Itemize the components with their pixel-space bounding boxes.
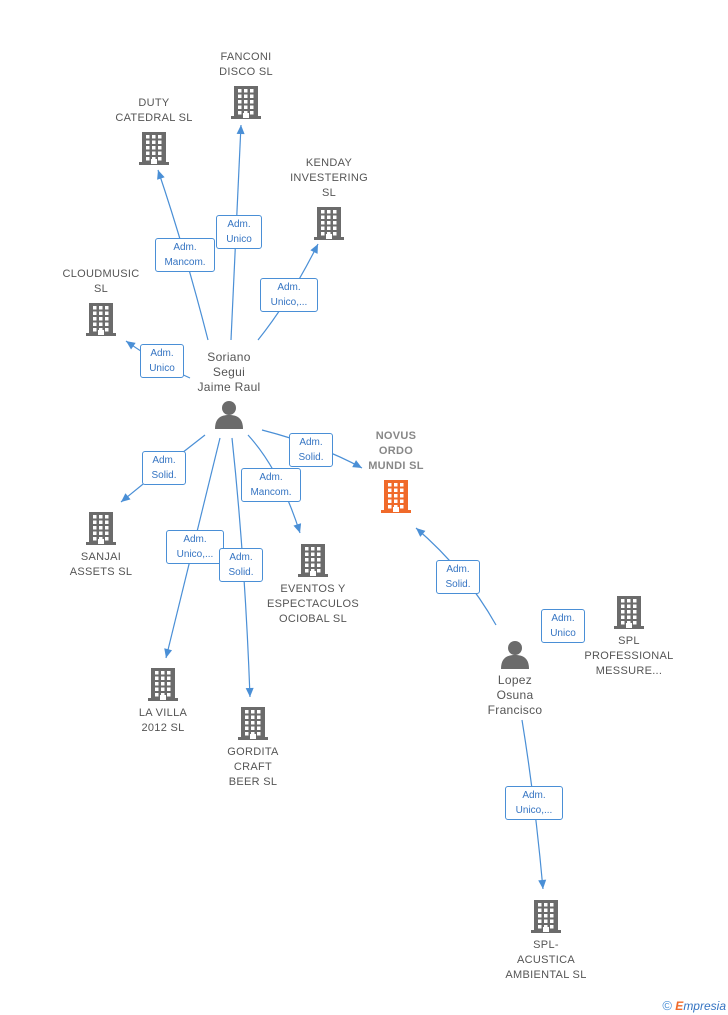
node-label: LA VILLA 2012 SL <box>138 707 188 734</box>
relation-label[interactable]: Adm. Unico <box>140 344 184 378</box>
company-node-kenday[interactable]: KENDAY INVESTERING SL <box>269 156 389 241</box>
node-label: Lopez Osuna Francisco <box>487 673 543 717</box>
company-node-lavilla[interactable]: LA VILLA 2012 SL <box>103 666 223 736</box>
building-icon <box>186 84 306 120</box>
building-icon <box>41 301 161 337</box>
brand-initial: E <box>675 999 684 1013</box>
person-node-lopez[interactable]: Lopez Osuna Francisco <box>455 639 575 718</box>
node-label: GORDITA CRAFT BEER SL <box>227 746 279 788</box>
relation-label[interactable]: Adm. Solid. <box>142 451 186 485</box>
person-node-soriano[interactable]: Soriano Segui Jaime Raul <box>169 350 289 429</box>
relation-label[interactable]: Adm. Unico,... <box>505 786 563 820</box>
relation-label[interactable]: Adm. Solid. <box>289 433 333 467</box>
arrowhead <box>164 648 173 658</box>
company-node-sanjai[interactable]: SANJAI ASSETS SL <box>41 510 161 580</box>
node-label: NOVUS ORDO MUNDI SL <box>368 430 424 472</box>
company-node-spl[interactable]: SPL PROFESSIONAL MESSURE... <box>569 594 689 679</box>
arrowhead <box>538 879 547 889</box>
building-icon <box>486 898 606 934</box>
relation-label[interactable]: Adm. Unico,... <box>166 530 224 564</box>
relation-label[interactable]: Adm. Solid. <box>436 560 480 594</box>
company-node-duty[interactable]: DUTY CATEDRAL SL <box>94 96 214 166</box>
node-label: Soriano Segui Jaime Raul <box>197 350 261 394</box>
node-label: SPL PROFESSIONAL MESSURE... <box>584 635 674 677</box>
arrowhead <box>245 687 254 697</box>
arrowhead <box>352 460 362 468</box>
building-icon <box>569 594 689 630</box>
relation-label[interactable]: Adm. Unico,... <box>260 278 318 312</box>
node-label: SPL- ACUSTICA AMBIENTAL SL <box>505 939 587 981</box>
node-label: FANCONI DISCO SL <box>219 51 273 78</box>
company-node-cloudmusic[interactable]: CLOUDMUSIC SL <box>41 267 161 337</box>
brand-name: mpresia <box>683 999 726 1013</box>
copyright-icon: © <box>662 998 672 1013</box>
relation-label[interactable]: Adm. Mancom. <box>155 238 215 272</box>
relation-label[interactable]: Adm. Mancom. <box>241 468 301 502</box>
building-icon <box>269 205 389 241</box>
building-icon <box>193 705 313 741</box>
relation-label[interactable]: Adm. Solid. <box>219 548 263 582</box>
arrowhead <box>310 244 318 254</box>
arrowhead <box>157 170 165 180</box>
node-label: SANJAI ASSETS SL <box>69 551 133 578</box>
company-node-fanconi[interactable]: FANCONI DISCO SL <box>186 50 306 120</box>
relation-label[interactable]: Adm. Unico <box>216 215 262 249</box>
building-icon <box>103 666 223 702</box>
arrowhead <box>121 493 131 502</box>
person-icon <box>169 399 289 429</box>
building-icon <box>41 510 161 546</box>
arrowhead <box>236 125 245 135</box>
footer-brand[interactable]: © Empresia <box>662 998 726 1013</box>
building-icon <box>336 478 456 514</box>
person-icon <box>455 639 575 669</box>
building-icon <box>253 542 373 578</box>
relation-label[interactable]: Adm. Unico <box>541 609 585 643</box>
company-node-splacustica[interactable]: SPL- ACUSTICA AMBIENTAL SL <box>486 898 606 983</box>
node-label: EVENTOS Y ESPECTACULOS OCIOBAL SL <box>266 583 360 625</box>
node-label: CLOUDMUSIC SL <box>62 268 140 295</box>
arrowhead <box>293 523 302 533</box>
company-node-gordita[interactable]: GORDITA CRAFT BEER SL <box>193 705 313 790</box>
building-icon <box>94 130 214 166</box>
arrowhead <box>416 528 426 537</box>
company-node-eventos[interactable]: EVENTOS Y ESPECTACULOS OCIOBAL SL <box>253 542 373 627</box>
node-label: DUTY CATEDRAL SL <box>115 97 193 124</box>
node-label: KENDAY INVESTERING SL <box>290 157 368 199</box>
arrowhead <box>126 341 136 350</box>
company-node-novus[interactable]: NOVUS ORDO MUNDI SL <box>336 429 456 514</box>
